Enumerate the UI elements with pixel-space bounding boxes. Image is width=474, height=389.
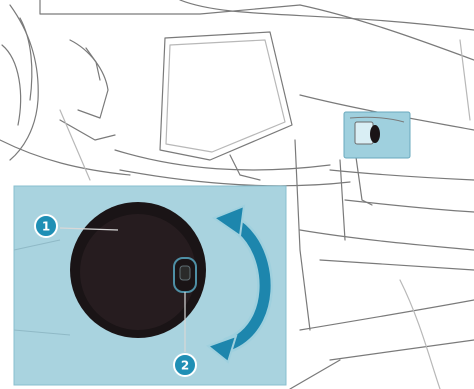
glovebox-lower-2 xyxy=(320,260,474,270)
lock-slot-inner xyxy=(180,266,190,280)
glovebox-line xyxy=(330,170,474,180)
display-stand xyxy=(230,155,260,180)
floor-line-2 xyxy=(330,340,474,360)
right-side-line xyxy=(460,40,470,120)
small-knob xyxy=(370,125,380,143)
center-vertical-2 xyxy=(340,160,345,240)
seat-edge xyxy=(400,280,440,389)
callout-badge-2: 2 xyxy=(174,354,196,376)
callout-badge-1: 1 xyxy=(35,215,57,237)
central-display xyxy=(160,32,292,160)
dashboard-contour xyxy=(180,0,474,30)
floor-line-3 xyxy=(290,360,340,389)
dashboard-contour-2 xyxy=(300,5,474,60)
glovebox-lower xyxy=(300,230,474,250)
console-line-2 xyxy=(120,170,350,186)
switch-location-highlight xyxy=(344,112,410,158)
steering-column xyxy=(2,45,21,125)
steering-wheel-inner xyxy=(20,18,32,100)
callout-number-2: 2 xyxy=(181,359,189,373)
callout-number-1: 1 xyxy=(42,220,50,234)
dashboard-top xyxy=(40,0,300,14)
detail-inset: 1 2 xyxy=(14,186,286,385)
left-lower xyxy=(60,110,90,180)
left-edge-line xyxy=(0,140,130,175)
floor-line xyxy=(300,300,474,330)
console-line-1 xyxy=(115,150,330,170)
